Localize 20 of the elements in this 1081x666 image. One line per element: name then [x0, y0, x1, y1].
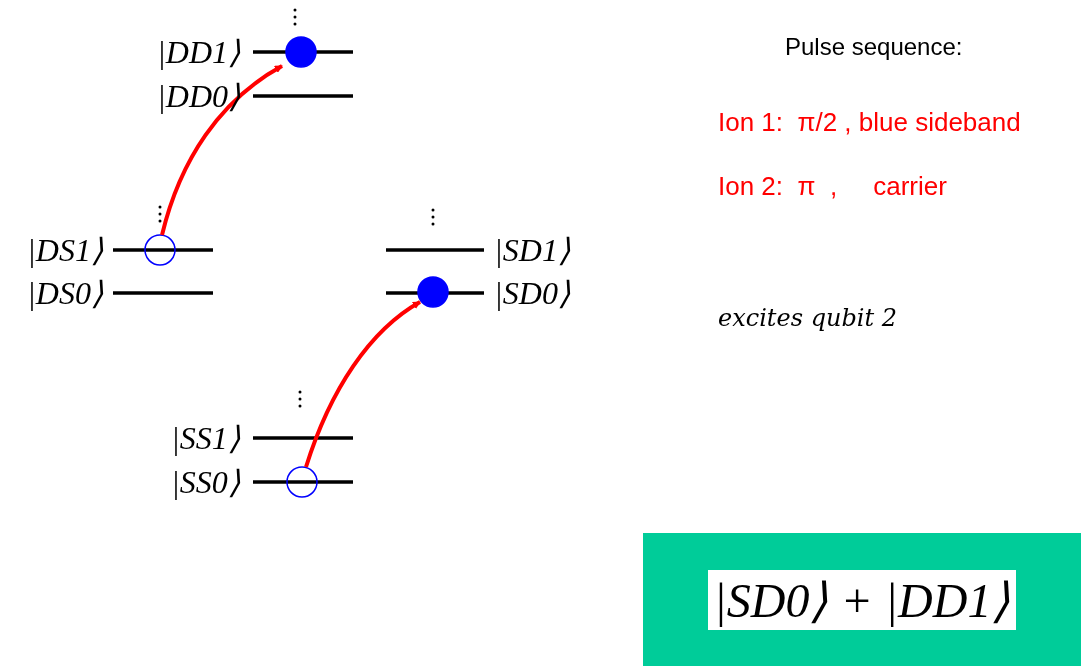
pulse-step: Ion 2: π , carrier: [718, 173, 947, 199]
handwritten-note: excites qubit 2: [718, 306, 898, 330]
pulse-step: Ion 1: π/2 , blue sideband: [718, 109, 1021, 135]
result-box: [643, 533, 1081, 666]
state-label: |DS0⟩: [27, 277, 103, 309]
empty-population-circle: [144, 234, 176, 266]
transition-arrow: [160, 64, 284, 236]
state-label: |SD0⟩: [494, 277, 570, 309]
empty-population-circle: [286, 466, 318, 498]
state-label: |DD1⟩: [157, 36, 240, 68]
state-label: |SS0⟩: [171, 466, 240, 498]
state-formula: |SD0⟩ + |DD1⟩: [707, 569, 1017, 630]
state-label: |SD1⟩: [494, 234, 570, 266]
state-label: |DD0⟩: [157, 80, 240, 112]
state-label: |DS1⟩: [27, 234, 103, 266]
heading: Pulse sequence:: [785, 35, 963, 59]
transition-arrow: [304, 300, 422, 468]
filled-population-circle: [285, 36, 317, 68]
state-label: |SS1⟩: [171, 422, 240, 454]
filled-population-circle: [417, 276, 449, 308]
